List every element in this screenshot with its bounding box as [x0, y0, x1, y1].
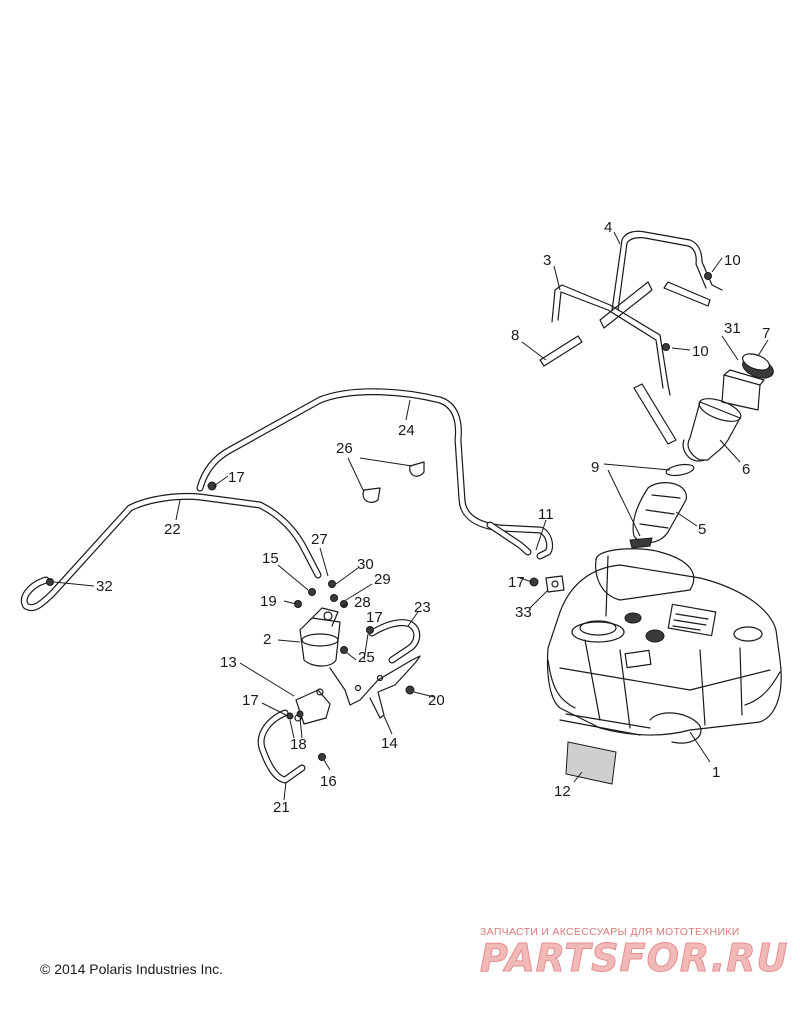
- callout-labels: 1 2 3 4 5 6 7 8 9 10 10 11 12 13 14 15 1…: [96, 219, 770, 816]
- callout-15: 15: [262, 550, 279, 567]
- bolt-10: [662, 272, 712, 351]
- copyright-text: © 2014 Polaris Industries Inc.: [40, 961, 224, 977]
- callout-11: 11: [538, 506, 554, 523]
- label-12: [565, 741, 617, 785]
- callout-13: 13: [220, 654, 237, 671]
- clamps-26: [362, 461, 425, 503]
- neck-pad: [633, 383, 677, 445]
- watermark: ЗАПЧАСТИ И АКСЕССУАРЫ ДЛЯ МОТОТЕХНИКИ PA…: [480, 926, 792, 980]
- callout-5: 5: [698, 521, 706, 538]
- callout-8: 8: [511, 327, 519, 344]
- mounting-bracket-14: [329, 655, 421, 719]
- leader-lines: [53, 231, 769, 801]
- hose-24: [196, 388, 554, 560]
- callout-1: 1: [712, 764, 720, 781]
- callout-10-top: 10: [724, 252, 741, 269]
- callout-10-mid: 10: [692, 343, 709, 360]
- callout-30: 30: [357, 556, 374, 573]
- callout-23: 23: [414, 599, 431, 616]
- callout-19: 19: [260, 593, 277, 610]
- callout-16: 16: [320, 773, 337, 790]
- callout-27: 27: [311, 531, 328, 548]
- filler-neck: [682, 398, 742, 462]
- callout-14: 14: [381, 735, 398, 752]
- callout-3: 3: [543, 252, 551, 269]
- filler-seal-31: [721, 369, 765, 411]
- callout-7: 7: [762, 325, 770, 342]
- watermark-logo: PARTSFOR.RU: [480, 936, 789, 980]
- small-fittings: [46, 481, 539, 761]
- strap-pads: [539, 281, 711, 367]
- callout-2: 2: [263, 631, 271, 648]
- callout-20: 20: [428, 692, 445, 709]
- callout-17-clip: 17: [508, 574, 525, 591]
- hose-clamp-9: [629, 463, 695, 549]
- hose-21: [257, 709, 306, 784]
- callout-32: 32: [96, 578, 113, 595]
- clip-33: [545, 575, 565, 593]
- callout-12: 12: [554, 783, 571, 800]
- callout-21: 21: [273, 799, 290, 816]
- callout-9: 9: [591, 459, 599, 476]
- fuel-filter-canister: [299, 607, 341, 667]
- callout-22: 22: [164, 521, 181, 538]
- callout-17-filter: 17: [366, 609, 383, 626]
- callout-18: 18: [290, 736, 307, 753]
- callout-33: 33: [515, 604, 532, 621]
- fuel-tank: [546, 548, 782, 744]
- callout-24: 24: [398, 422, 415, 439]
- callout-29: 29: [374, 571, 391, 588]
- callout-28: 28: [354, 594, 371, 611]
- callout-31: 31: [724, 320, 741, 337]
- hose-11: [486, 521, 532, 556]
- callout-26: 26: [336, 440, 353, 457]
- callout-6: 6: [742, 461, 750, 478]
- hose-23: [368, 619, 421, 664]
- tank-strap-4: [611, 230, 723, 311]
- callout-17-upper: 17: [228, 469, 245, 486]
- callout-4: 4: [604, 219, 612, 236]
- callout-25: 25: [358, 649, 375, 666]
- watermark-tagline: ЗАПЧАСТИ И АКСЕССУАРЫ ДЛЯ МОТОТЕХНИКИ: [480, 926, 740, 938]
- callout-17-valve: 17: [242, 692, 259, 709]
- tank-bracket-3: [551, 284, 671, 396]
- hose-22: [20, 492, 322, 611]
- fuel-cap: [742, 353, 774, 379]
- filler-hose: [632, 482, 687, 544]
